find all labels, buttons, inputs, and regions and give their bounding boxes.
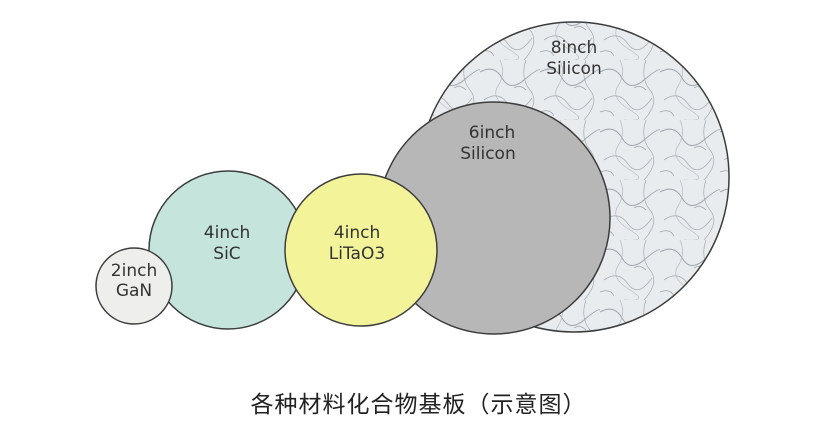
wafer-8inch-size: 8inch [551,38,597,58]
wafer-4inch-litao3: 4inch LiTaO3 [284,173,438,327]
wafer-8inch-material: Silicon [546,59,601,79]
wafer-4inch-sic: 4inch SiC [148,170,308,330]
wafer-sic-size: 4inch [204,223,250,243]
wafer-gan-circle [95,247,173,325]
wafer-sic-material: SiC [213,244,240,264]
wafer-litao3-size: 4inch [334,223,380,243]
wafer-6inch-silicon: 6inch Silicon [377,101,611,335]
wafer-litao3-material: LiTaO3 [329,244,385,264]
wafer-gan-material: GaN [116,281,152,301]
wafer-6inch-material: Silicon [460,144,515,164]
wafer-gan-size: 2inch [111,261,157,281]
diagram-caption: 各种材料化合物基板（示意图） [250,392,587,418]
wafer-2inch-gan: 2inch GaN [95,247,173,325]
wafer-litao3-circle [284,173,438,327]
wafer-6inch-size: 6inch [469,123,515,143]
